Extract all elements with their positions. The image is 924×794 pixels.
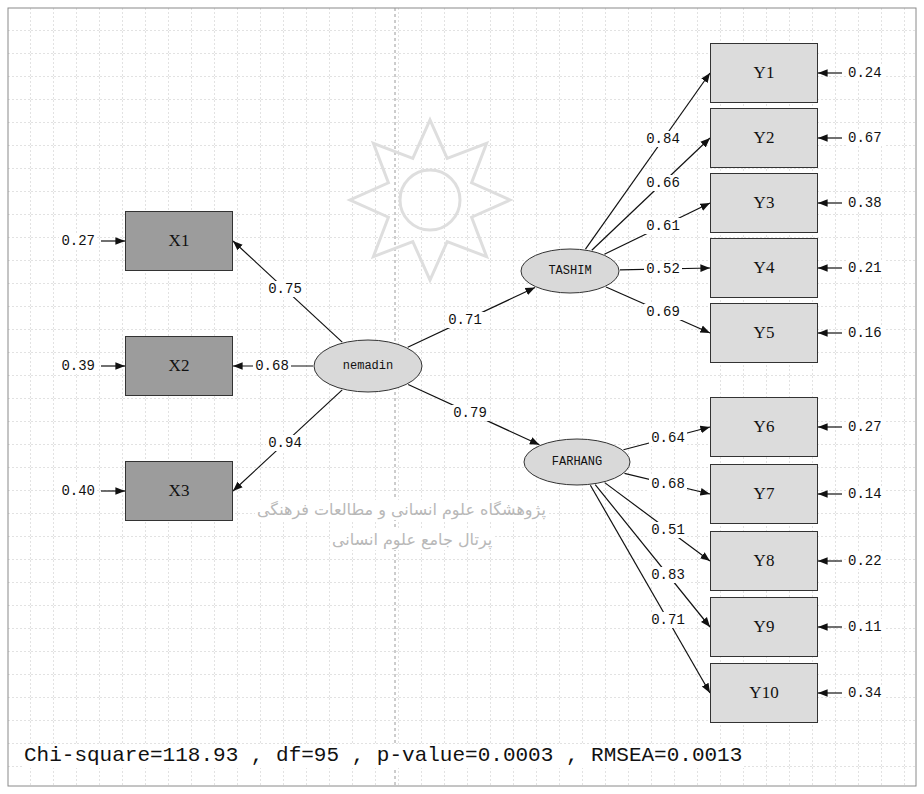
path-coefficient: 0.51 <box>649 522 687 538</box>
error-variance: 0.39 <box>59 358 97 374</box>
indicator-box: Y5 <box>710 303 818 363</box>
error-arrow <box>818 137 842 138</box>
path-connector <box>605 483 710 561</box>
latent-variable-ellipse: TASHIM <box>520 248 620 294</box>
path-coefficient: 0.71 <box>446 312 484 328</box>
node-label: X2 <box>169 356 190 376</box>
path-connector <box>590 485 710 693</box>
node-label: X1 <box>169 231 190 251</box>
path-connector <box>604 203 710 254</box>
error-arrow <box>101 240 125 241</box>
error-variance: 0.40 <box>59 483 97 499</box>
path-connector <box>592 138 710 250</box>
error-variance: 0.38 <box>846 195 884 211</box>
indicator-box: Y10 <box>710 663 818 723</box>
watermark-logo <box>400 170 460 230</box>
watermark: پرتال جامع علوم انسانی <box>330 530 494 550</box>
ellipse-shape <box>521 249 619 293</box>
error-variance: 0.16 <box>846 325 884 341</box>
error-variance: 0.34 <box>846 685 884 701</box>
path-coefficient: 0.75 <box>266 281 304 297</box>
node-label: Y9 <box>754 617 775 637</box>
error-arrow <box>818 267 842 268</box>
path-coefficient: 0.94 <box>266 435 304 451</box>
indicator-box: Y1 <box>710 43 818 103</box>
path-coefficient: 0.68 <box>649 476 687 492</box>
path-coefficient: 0.64 <box>649 430 687 446</box>
error-arrow <box>101 365 125 366</box>
path-coefficient: 0.52 <box>644 261 682 277</box>
error-variance: 0.27 <box>846 419 884 435</box>
path-connector <box>606 287 710 333</box>
path-connector <box>233 241 342 342</box>
indicator-box: Y2 <box>710 108 818 168</box>
path-coefficient: 0.69 <box>644 304 682 320</box>
error-variance: 0.24 <box>846 65 884 81</box>
error-arrow <box>818 692 842 693</box>
observed-variable-box: X2 <box>125 336 233 396</box>
node-label: Y7 <box>754 484 775 504</box>
frame <box>8 8 916 786</box>
error-variance: 0.14 <box>846 486 884 502</box>
node-label: Y1 <box>754 63 775 83</box>
path-connector <box>408 384 539 444</box>
error-variance: 0.21 <box>846 260 884 276</box>
path-connector <box>233 390 342 491</box>
node-label: TASHIM <box>548 264 591 278</box>
fit-statistics: Chi-square=118.93 , df=95 , p-value=0.00… <box>22 744 744 768</box>
node-label: Y6 <box>754 417 775 437</box>
error-variance: 0.67 <box>846 130 884 146</box>
node-label: nemadin <box>343 359 393 373</box>
ellipse-shape <box>314 340 422 392</box>
error-arrow <box>818 426 842 427</box>
indicator-box: Y8 <box>710 531 818 591</box>
node-label: Y3 <box>754 193 775 213</box>
path-connector <box>624 473 710 494</box>
error-arrow <box>818 560 842 561</box>
path-coefficient: 0.66 <box>644 175 682 191</box>
path-connector <box>595 485 710 627</box>
node-label: Y2 <box>754 128 775 148</box>
node-label: Y4 <box>754 258 775 278</box>
path-connector <box>408 287 535 347</box>
center-guide <box>395 8 396 786</box>
error-arrow <box>101 490 125 491</box>
error-variance: 0.11 <box>846 619 884 635</box>
latent-variable-ellipse: nemadin <box>313 339 423 393</box>
indicator-box: Y6 <box>710 397 818 457</box>
watermark: پژوهشگاه علوم انسانی و مطالعات فرهنگی <box>255 500 548 520</box>
ellipse-shape <box>524 439 630 485</box>
observed-variable-box: X1 <box>125 211 233 271</box>
observed-variable-box: X3 <box>125 461 233 521</box>
path-coefficient: 0.84 <box>644 131 682 147</box>
node-label: FARHANG <box>552 455 602 469</box>
path-coefficient: 0.68 <box>253 358 291 374</box>
error-variance: 0.27 <box>59 233 97 249</box>
indicator-box: Y3 <box>710 173 818 233</box>
error-arrow <box>818 332 842 333</box>
indicator-box: Y4 <box>710 238 818 298</box>
node-label: X3 <box>169 481 190 501</box>
error-arrow <box>818 493 842 494</box>
node-label: Y5 <box>754 323 775 343</box>
latent-variable-ellipse: FARHANG <box>523 438 631 486</box>
error-arrow <box>818 202 842 203</box>
node-label: Y10 <box>749 683 778 703</box>
path-connector <box>623 427 710 450</box>
path-connector <box>585 73 710 249</box>
error-arrow <box>818 72 842 73</box>
node-label: Y8 <box>754 551 775 571</box>
path-coefficient: 0.61 <box>644 218 682 234</box>
path-coefficient: 0.83 <box>649 567 687 583</box>
path-coefficient: 0.71 <box>649 612 687 628</box>
watermark-logo <box>350 120 510 280</box>
path-coefficient: 0.79 <box>451 405 489 421</box>
error-arrow <box>818 626 842 627</box>
error-variance: 0.22 <box>846 553 884 569</box>
indicator-box: Y7 <box>710 464 818 524</box>
indicator-box: Y9 <box>710 597 818 657</box>
